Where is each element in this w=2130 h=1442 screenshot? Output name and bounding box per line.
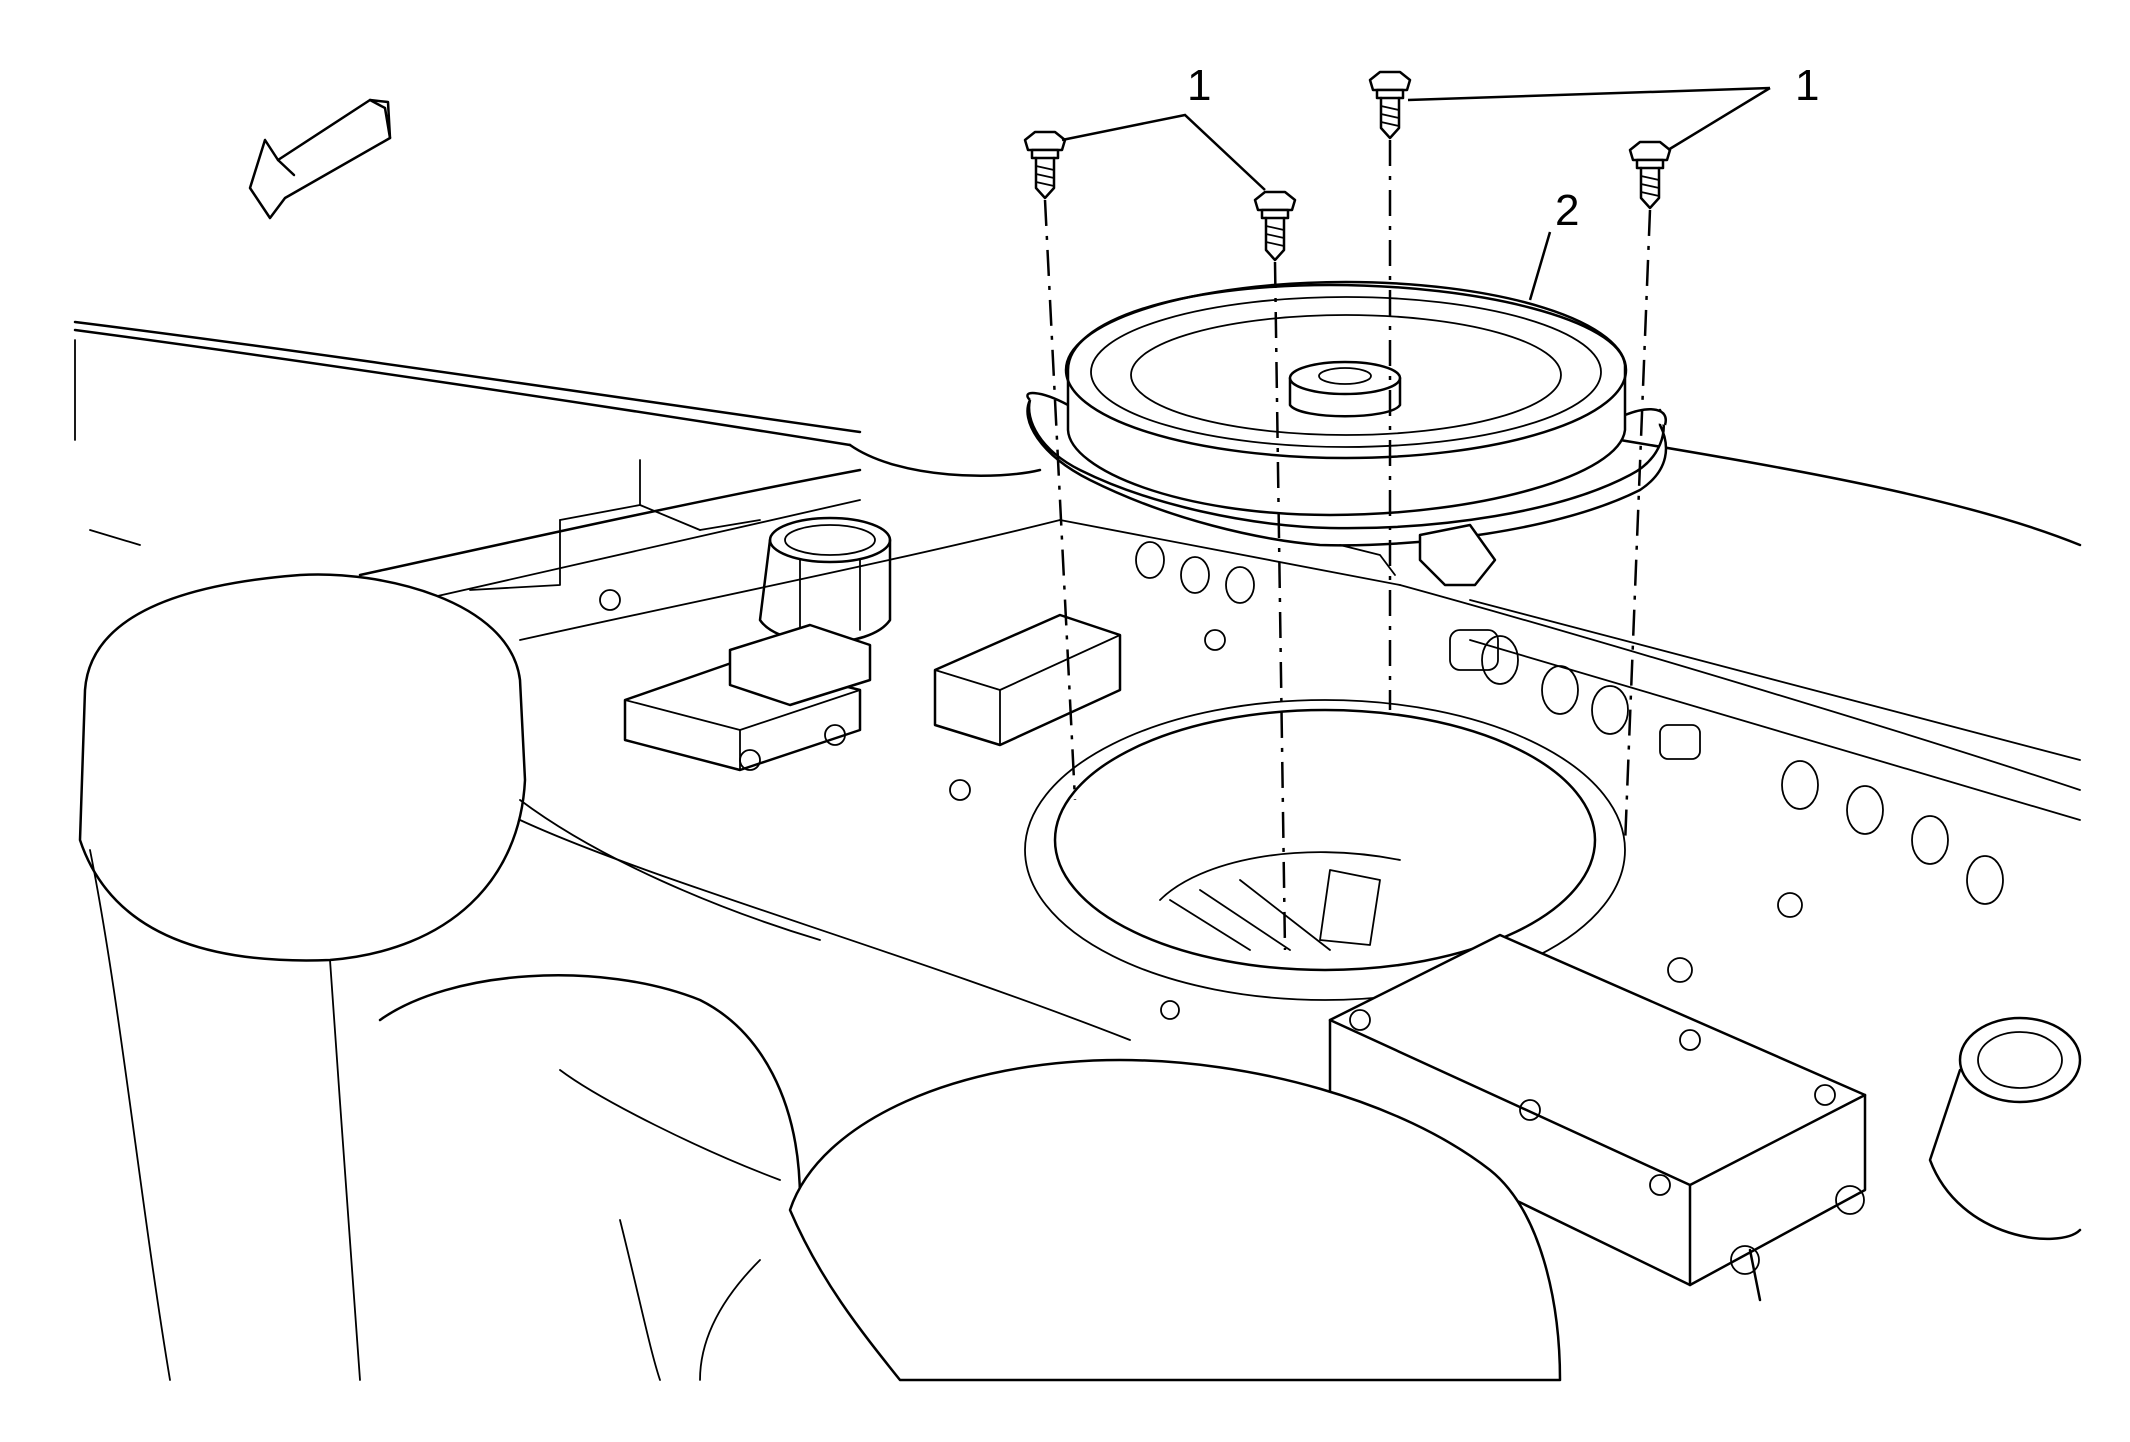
callout-bolt-left: 1 <box>1187 61 1211 110</box>
bolt-icon <box>1023 70 1672 262</box>
bolt-front-center <box>1253 190 1297 262</box>
right-installed-speaker-icon <box>1928 1016 2082 1241</box>
deck-studs <box>599 589 1803 1020</box>
callout-speaker: 2 <box>1555 186 1579 235</box>
bolt-front-left <box>1023 130 1067 200</box>
rear-deck-outline <box>73 320 2082 601</box>
leader-lines <box>1061 86 1771 301</box>
rear-deck-panel <box>519 519 2081 1041</box>
rear-seat <box>78 573 1562 1382</box>
callout-bolt-right: 1 <box>1795 61 1819 110</box>
front-direction-arrow-icon <box>248 98 392 220</box>
speaker-icon <box>1026 280 1668 587</box>
installation-lines <box>1043 140 1652 951</box>
bolt-rear-center <box>1368 70 1412 140</box>
center-module <box>933 613 1122 747</box>
left-module <box>623 623 872 772</box>
left-installed-speaker-icon <box>758 516 892 644</box>
bolt-rear-right <box>1628 140 1672 210</box>
speaker-opening <box>1024 699 1626 1001</box>
